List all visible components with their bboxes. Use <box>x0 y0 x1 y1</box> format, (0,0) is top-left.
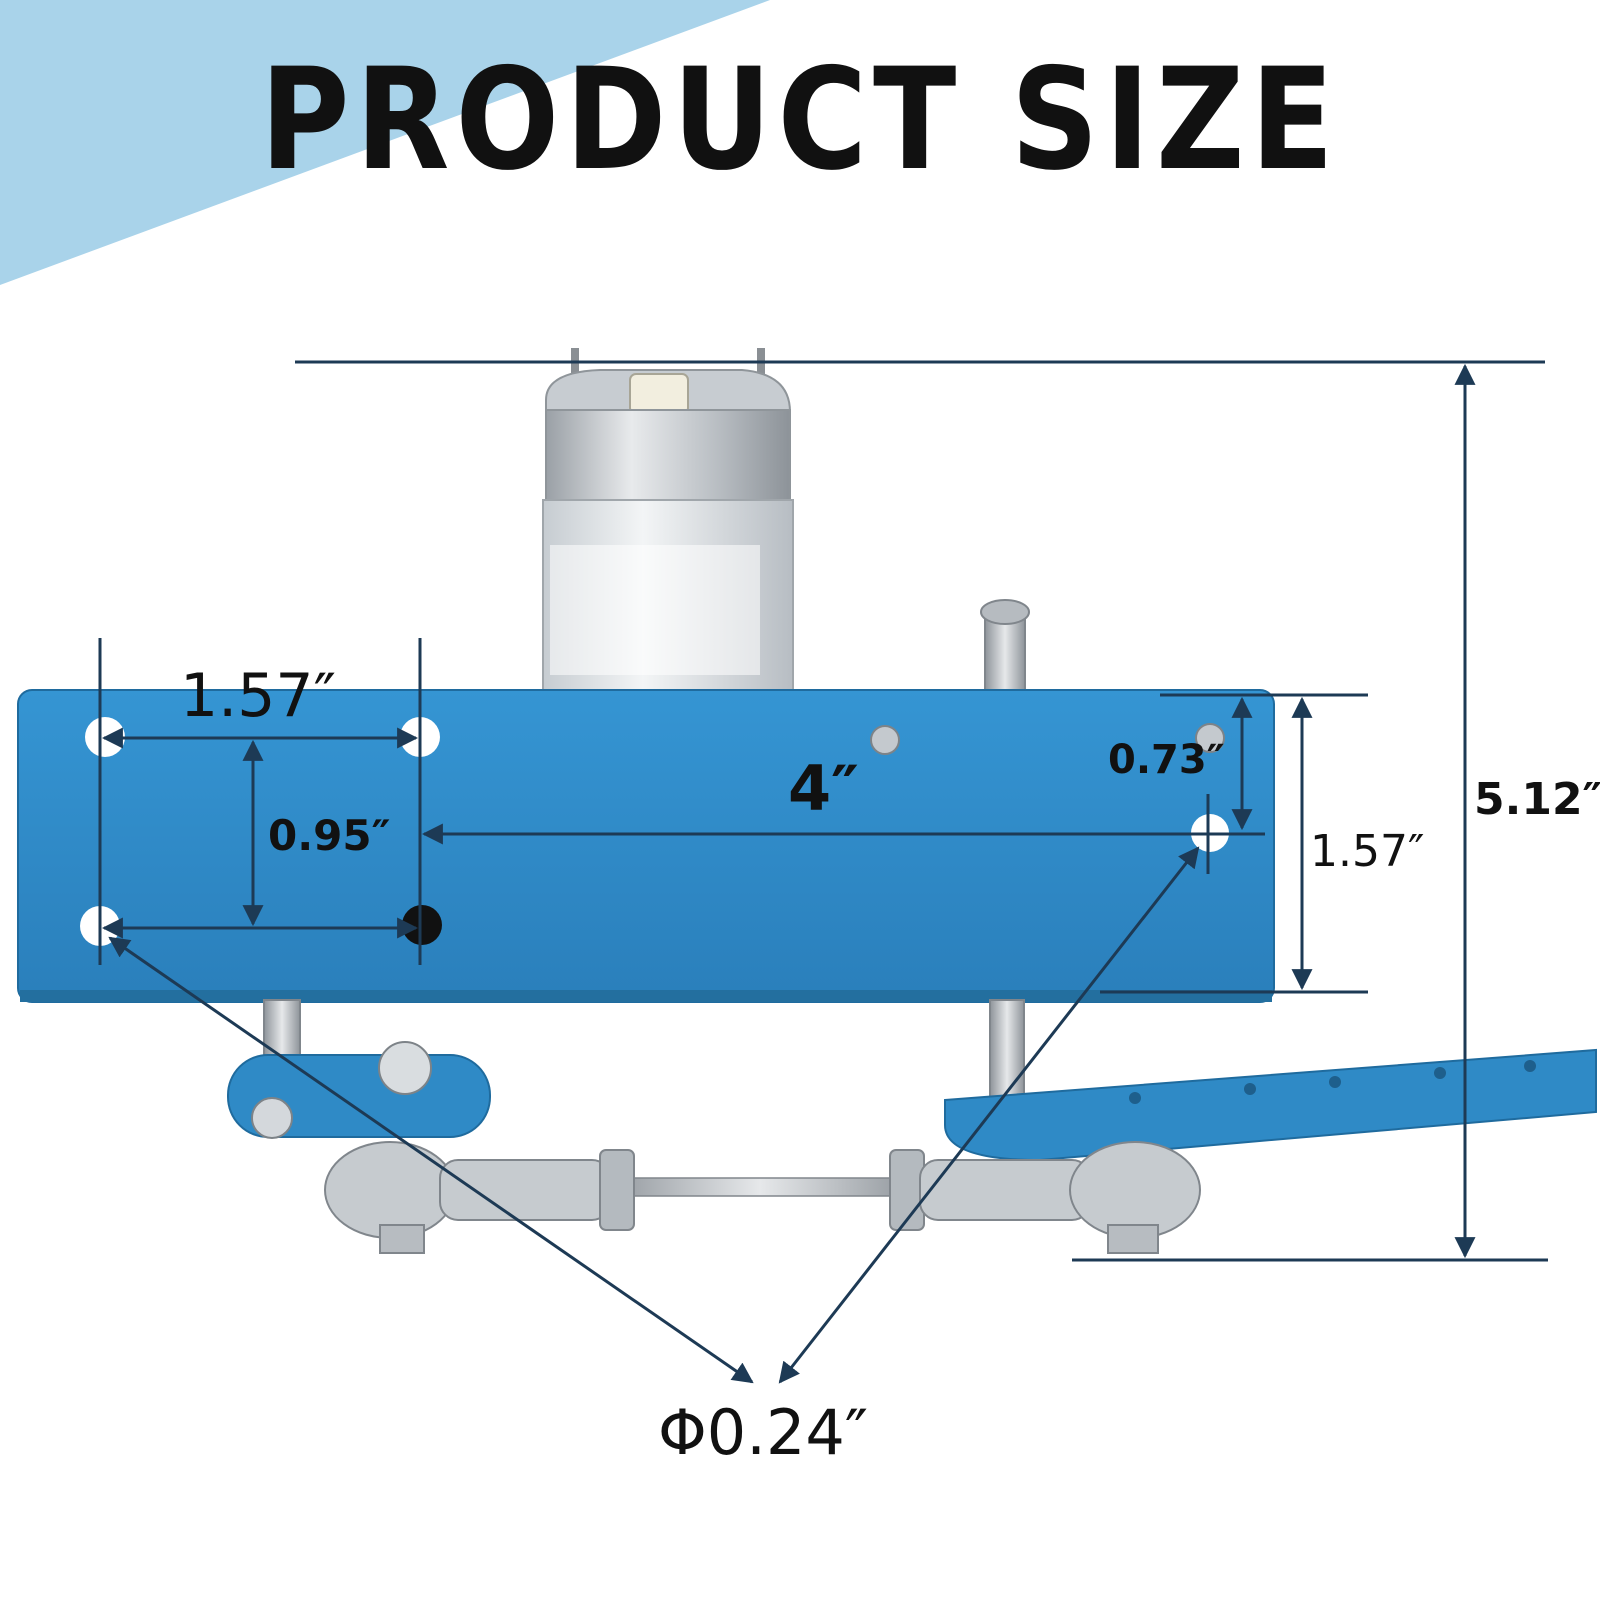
arm-hole-4 <box>1434 1067 1446 1079</box>
linkage-rod <box>324 1141 1201 1254</box>
motor-can <box>545 409 791 511</box>
rod-end-left <box>324 1141 456 1239</box>
left-crank-screw <box>251 1097 293 1139</box>
rivet-center <box>870 725 900 755</box>
left-crank <box>227 999 491 1139</box>
bolt-right <box>1107 1224 1159 1254</box>
arm-hole-5 <box>1524 1060 1536 1072</box>
right-lever-arm <box>944 1048 1597 1162</box>
rivet-right <box>1195 723 1225 753</box>
edge-offset-label: 0.73″ <box>1108 737 1225 783</box>
threaded-rod <box>599 1177 921 1197</box>
corner-band-shape <box>0 0 770 285</box>
mount-length-label: 4″ <box>788 752 859 825</box>
rod-end-right <box>1069 1141 1201 1239</box>
hole-spacing-vertical-label: 0.95″ <box>268 811 391 860</box>
corner-background-band <box>0 0 770 285</box>
rod-end-left-body <box>439 1159 611 1221</box>
bolt-left <box>379 1224 425 1254</box>
left-crank-nut <box>378 1041 432 1095</box>
arm-hole-1 <box>1129 1092 1141 1104</box>
leader-hole-right <box>778 846 1200 1384</box>
motor-label <box>550 545 760 675</box>
total-height-label: 5.12″ <box>1474 774 1600 825</box>
output-shaft-top <box>980 599 1030 691</box>
dc-motor <box>542 348 794 693</box>
bracket-height-label: 1.57″ <box>1310 826 1425 877</box>
hole-diameter-label: Φ0.24″ <box>658 1396 869 1469</box>
motor-terminal-right <box>757 348 765 388</box>
arm-hole-2 <box>1244 1083 1256 1095</box>
page-title: PRODUCT SIZE <box>260 38 1340 202</box>
arm-hole-3 <box>1329 1076 1341 1088</box>
hole-spacing-horizontal-label: 1.57″ <box>180 661 337 731</box>
rod-nut-left <box>599 1149 635 1231</box>
dimension-lines <box>98 360 1548 1384</box>
motor-brush-holder <box>629 373 689 415</box>
motor-terminal-left <box>571 348 579 388</box>
mounting-hole-bottom-right <box>402 905 442 945</box>
leader-hole-left <box>108 936 754 1384</box>
